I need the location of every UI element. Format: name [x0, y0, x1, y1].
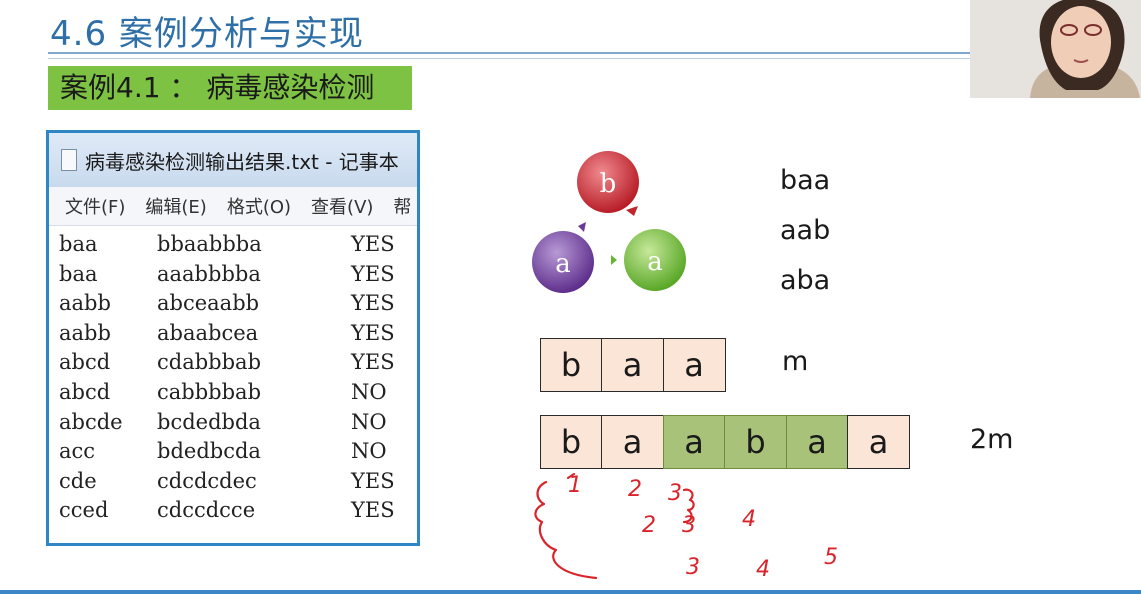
- dna-sequence: aaabbbba: [157, 261, 261, 286]
- annotation-number: 4: [742, 507, 756, 532]
- detection-result: YES: [351, 320, 395, 345]
- virus-pattern: cced: [59, 498, 109, 523]
- cell: b: [539, 415, 603, 469]
- cycle-node-b: [577, 151, 639, 213]
- detection-result: YES: [351, 261, 395, 286]
- cell-highlighted: a: [785, 415, 849, 469]
- arrow-b-to-a-icon: [626, 206, 638, 216]
- annotation-number: 2: [642, 513, 656, 538]
- virus-pattern: cde: [59, 468, 97, 493]
- detection-result: NO: [351, 439, 387, 464]
- annotation-number: 3: [668, 481, 682, 506]
- cell: a: [662, 338, 726, 392]
- cell-highlighted: b: [724, 415, 787, 469]
- virus-pattern: acc: [59, 439, 96, 464]
- rotation-list: baa aab aba: [780, 156, 830, 306]
- result-row: aabb abceaabb YES: [59, 289, 417, 319]
- cell: a: [601, 415, 664, 469]
- cell: a: [847, 415, 910, 469]
- dna-sequence: bdedbcda: [157, 439, 261, 464]
- notepad-titlebar[interactable]: 病毒感染检测输出结果.txt - 记事本: [49, 133, 417, 187]
- handwritten-brace-icon: [534, 480, 598, 580]
- rotation-item: baa: [780, 165, 831, 196]
- arrow-a-to-b-icon: [578, 222, 586, 232]
- detection-result: YES: [351, 350, 395, 375]
- menu-view[interactable]: 查看(V): [311, 197, 374, 218]
- dna-sequence: cabbbbab: [157, 379, 262, 404]
- arrow-a-to-a-icon: [611, 255, 617, 265]
- dna-sequence: cdabbbab: [157, 350, 262, 375]
- presenter-avatar: [970, 0, 1141, 98]
- notepad-window-title: 病毒感染检测输出结果.txt - 记事本: [85, 149, 399, 174]
- title-divider: [48, 52, 970, 54]
- cycle-node-a-green-label: a: [647, 247, 663, 277]
- dna-sequence: abceaabb: [157, 291, 260, 316]
- result-row: baa bbaabbba YES: [59, 230, 417, 260]
- dna-sequence: cdccdcce: [157, 498, 256, 523]
- cycle-node-a-green: [624, 229, 686, 291]
- label-m: m: [782, 346, 809, 377]
- annotation-number: 3: [682, 513, 696, 538]
- cell: b: [539, 338, 603, 392]
- dna-sequence: cdcdcdec: [157, 468, 257, 493]
- presenter-webcam: [970, 0, 1141, 98]
- result-row: cde cdcdcdec YES: [59, 467, 417, 497]
- detection-result: NO: [351, 379, 387, 404]
- virus-pattern: aabb: [59, 320, 111, 345]
- detection-result: YES: [351, 468, 395, 493]
- virus-pattern: baa: [59, 261, 98, 286]
- annotation-number: 5: [824, 545, 838, 570]
- menu-file[interactable]: 文件(F): [65, 197, 126, 218]
- detection-result: YES: [351, 498, 395, 523]
- rotation-cycle-diagram: b a a: [532, 151, 686, 293]
- cells-row-2m: b a a b a a: [539, 415, 910, 469]
- result-row: baa aaabbbba YES: [59, 260, 417, 290]
- cell-highlighted: a: [662, 415, 726, 469]
- dna-sequence: abaabcea: [157, 320, 259, 345]
- detection-result: YES: [351, 232, 395, 256]
- annotation-number: 3: [686, 555, 700, 580]
- virus-pattern: abcd: [59, 350, 111, 375]
- title-divider-secondary: [48, 58, 970, 59]
- result-row: abcde bcdedbda NO: [59, 408, 417, 438]
- result-row: acc bdedbcda NO: [59, 437, 417, 467]
- virus-pattern: abcd: [59, 379, 111, 404]
- rotation-item: aba: [780, 265, 831, 296]
- result-row: abcd cdabbbab YES: [59, 348, 417, 378]
- detection-result: NO: [351, 409, 387, 434]
- virus-pattern: aabb: [59, 291, 111, 316]
- detection-result: YES: [351, 291, 395, 316]
- virus-pattern: abcde: [59, 409, 123, 434]
- dna-sequence: bbaabbba: [157, 232, 262, 256]
- handwritten-mark: [566, 472, 576, 480]
- menu-help[interactable]: 帮: [393, 197, 412, 218]
- handwritten-annotations: 2 1 3 2 3 4 3 4 5: [534, 472, 838, 582]
- cycle-node-b-label: b: [600, 169, 617, 199]
- annotation-number: 1: [568, 473, 582, 498]
- virus-pattern: baa: [59, 232, 98, 256]
- result-row: abcd cabbbbab NO: [59, 378, 417, 408]
- slide-bottom-bar: [0, 590, 1141, 594]
- menu-edit[interactable]: 编辑(E): [145, 197, 207, 218]
- case-banner: 案例4.1 ： 病毒感染检测: [48, 66, 412, 110]
- label-2m: 2m: [970, 424, 1014, 455]
- annotation-number: 2: [628, 477, 642, 502]
- handwritten-squiggle-icon: [682, 488, 695, 524]
- cycle-node-a-purple: [532, 231, 594, 293]
- notepad-window: 病毒感染检测输出结果.txt - 记事本 文件(F) 编辑(E) 格式(O) 查…: [46, 130, 420, 546]
- cycle-node-a-purple-label: a: [555, 249, 571, 279]
- menu-format[interactable]: 格式(O): [226, 197, 292, 218]
- notepad-file-icon: [61, 149, 77, 171]
- result-row: aabb abaabcea YES: [59, 319, 417, 349]
- cell: a: [601, 338, 664, 392]
- notepad-menubar: 文件(F) 编辑(E) 格式(O) 查看(V) 帮: [49, 187, 417, 226]
- annotation-number: 4: [756, 557, 770, 582]
- dna-sequence: bcdedbda: [157, 409, 261, 434]
- cells-row-m: b a a: [539, 338, 726, 392]
- rotation-item: aab: [780, 215, 831, 246]
- result-row: cced cdccdcce YES: [59, 496, 417, 526]
- slide-title: 4.6 案例分析与实现: [50, 14, 364, 54]
